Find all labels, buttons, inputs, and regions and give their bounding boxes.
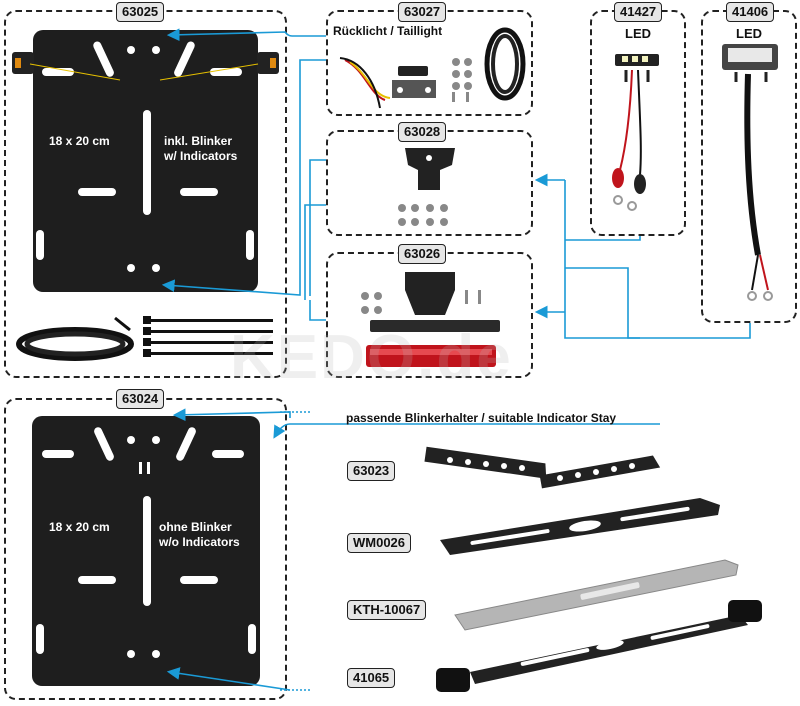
code-badge-41427: 41427	[614, 2, 663, 22]
stay-41065	[436, 600, 762, 692]
plate-size-63025: 18 x 20 cm	[49, 134, 110, 148]
led-light-41406	[722, 44, 778, 301]
led-41427-title: LED	[625, 26, 651, 41]
bracket-63028	[398, 148, 455, 226]
cable-coil	[16, 316, 134, 361]
plate-feature-de-63024: ohne Blinker	[159, 520, 232, 534]
stay-code-41065: 41065	[347, 668, 396, 688]
stay-kth-10067	[454, 559, 739, 631]
code-badge-63028: 63028	[398, 122, 447, 142]
led-41406-title: LED	[736, 26, 762, 41]
taillight-63027	[339, 27, 526, 109]
code-badge-63026: 63026	[398, 244, 447, 264]
license-plate-63024	[32, 416, 260, 686]
stay-code-kth-10067: KTH-10067	[347, 600, 427, 620]
code-badge-41406: 41406	[726, 2, 775, 22]
code-badge-63027: 63027	[398, 2, 447, 22]
plate-size-63024: 18 x 20 cm	[49, 520, 110, 534]
connector-lines	[161, 28, 751, 691]
watermark: KEDO.de	[230, 323, 513, 392]
bracket-reflector-63026	[361, 272, 500, 367]
stay-wm0026	[440, 498, 720, 555]
stay-63023	[424, 446, 661, 489]
stay-code-63023: 63023	[347, 461, 396, 481]
taillight-title: Rücklicht / Taillight	[333, 24, 443, 38]
code-badge-63024: 63024	[116, 389, 165, 409]
stays-heading: passende Blinkerhalter / suitable Indica…	[346, 411, 617, 425]
license-plate-63025	[12, 30, 279, 292]
plate-feature-en-63024: w/o Indicators	[159, 535, 240, 549]
plate-feature-en-63025: w/ Indicators	[164, 149, 238, 163]
plate-feature-de-63025: inkl. Blinker	[164, 134, 233, 148]
code-badge-63025: 63025	[116, 2, 165, 22]
stay-code-wm0026: WM0026	[347, 533, 412, 553]
led-light-41427	[612, 54, 659, 211]
zip-ties	[143, 316, 273, 357]
